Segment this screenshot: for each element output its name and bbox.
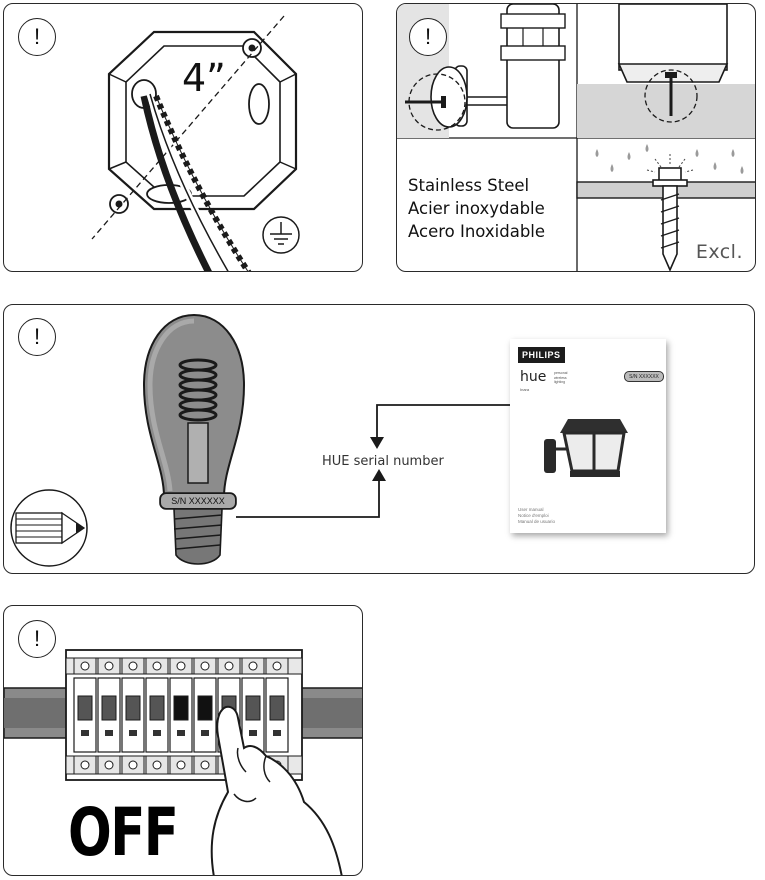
terminal-screw — [176, 760, 186, 770]
user-manual: PHILIPS hue personal wireless lighting I… — [510, 339, 666, 533]
junction-box-illustration — [91, 15, 300, 271]
tagline-line: wireless — [554, 375, 567, 380]
junction-box-panel: ! 4” — [3, 3, 363, 272]
terminal-screw — [152, 760, 162, 770]
breaker-indicator — [201, 730, 209, 736]
manual-footer-line: User manual — [518, 507, 544, 512]
terminal-screw — [152, 661, 162, 671]
off-label: OFF — [68, 794, 179, 871]
breaker-indicator — [81, 730, 89, 736]
manual-footer: User manual Notice d'emploi Manual de us… — [518, 507, 555, 525]
warning-icon: ! — [409, 18, 447, 56]
breaker-indicator — [153, 730, 161, 736]
breaker-switch[interactable] — [269, 695, 285, 721]
warning-symbol: ! — [33, 324, 41, 349]
terminal-screw — [272, 661, 282, 671]
breaker-indicator — [273, 730, 281, 736]
terminal-screw — [104, 661, 114, 671]
ground-icon — [263, 217, 299, 253]
terminal-screw — [200, 661, 210, 671]
breaker-off-panel: ! OFF — [3, 605, 363, 876]
warning-symbol: ! — [424, 24, 432, 49]
warning-symbol: ! — [33, 626, 41, 651]
warning-icon: ! — [18, 18, 56, 56]
breaker-illustration — [4, 649, 362, 781]
manual-product: hue — [520, 369, 547, 385]
breaker-indicator — [177, 730, 185, 736]
box-dimension-label: 4” — [182, 56, 226, 100]
manual-footer-line: Notice d'emploi — [518, 513, 549, 518]
breaker-indicator — [249, 730, 257, 736]
serial-number-label: HUE serial number — [322, 454, 444, 469]
breaker-switch[interactable] — [245, 695, 261, 721]
terminal-screw — [104, 760, 114, 770]
terminal-screw — [224, 661, 234, 671]
serial-number-panel: ! — [3, 304, 755, 574]
material-french: Acier inoxydable — [408, 199, 545, 218]
terminal-screw — [248, 661, 258, 671]
terminal-screw — [200, 760, 210, 770]
pencil-icon — [15, 511, 86, 545]
excluded-label: Excl. — [695, 241, 743, 263]
tagline-line: lighting — [554, 380, 566, 384]
warning-symbol: ! — [33, 24, 41, 49]
bulb-serial-label: S/N XXXXXX — [160, 493, 236, 509]
breaker-switch[interactable] — [101, 695, 117, 721]
hand-icon — [210, 705, 343, 875]
terminal-screw — [128, 661, 138, 671]
manual-tagline: personal wireless lighting — [554, 371, 567, 385]
breaker-switch[interactable] — [173, 695, 189, 721]
breaker-switch[interactable] — [77, 695, 93, 721]
breaker-switch[interactable] — [149, 695, 165, 721]
warning-icon: ! — [18, 620, 56, 658]
manual-footer-line: Manual de usuario — [518, 519, 556, 524]
breaker-switch[interactable] — [125, 695, 141, 721]
terminal-screw — [80, 661, 90, 671]
manual-model: Inara — [520, 387, 530, 392]
lantern-image — [544, 419, 628, 477]
screw-material-panel: ! Stainless Steel Acier inoxydable Acero… — [396, 3, 756, 272]
manual-brand: PHILIPS — [518, 347, 565, 363]
rain-icon — [595, 144, 744, 174]
terminal-screw — [80, 760, 90, 770]
breaker-switch[interactable] — [197, 695, 213, 721]
bulb-serial-text: S/N XXXXXX — [171, 496, 225, 506]
tagline-line: personal — [554, 371, 568, 375]
terminal-screw — [176, 661, 186, 671]
manual-serial-box: S/N XXXXXX — [624, 371, 664, 382]
breaker-indicator — [105, 730, 113, 736]
screw-illustration — [397, 4, 755, 271]
material-list: Stainless Steel Acier inoxydable Acero I… — [408, 174, 545, 243]
breaker-indicator — [129, 730, 137, 736]
terminal-screw — [128, 760, 138, 770]
manual-serial-text: S/N XXXXXX — [629, 373, 659, 380]
warning-icon: ! — [18, 318, 56, 356]
material-spanish: Acero Inoxidable — [408, 222, 546, 241]
material-english: Stainless Steel — [408, 176, 530, 195]
